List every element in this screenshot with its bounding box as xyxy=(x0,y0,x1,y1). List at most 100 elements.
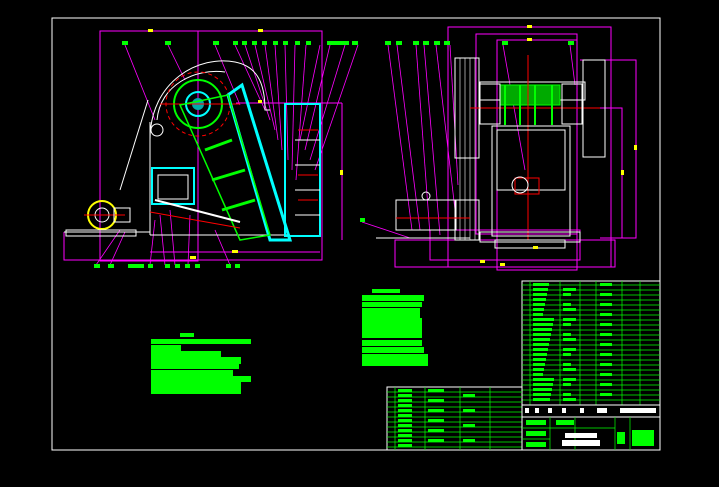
technical-requirements-block xyxy=(151,333,251,394)
parts-list-cell xyxy=(533,358,546,361)
parts-list-cell xyxy=(463,394,475,397)
parts-list-cell xyxy=(398,414,412,417)
parts-list-cell xyxy=(533,378,554,381)
parts-list-cell xyxy=(600,323,612,326)
parts-list-cell xyxy=(563,348,576,351)
parts-list-cell xyxy=(563,363,571,366)
parts-list-cell xyxy=(428,409,444,412)
parts-list-cell xyxy=(533,363,545,366)
parts-list-cell xyxy=(398,429,412,432)
technical-specs-block xyxy=(362,289,428,366)
parts-list-cell xyxy=(463,424,475,427)
parts-list-cell xyxy=(600,353,612,356)
parts-list-cell xyxy=(533,388,552,391)
parts-list-cell xyxy=(563,393,571,396)
side-motor xyxy=(65,200,137,237)
parts-list-cell xyxy=(533,283,549,286)
crusher-body-front xyxy=(479,125,581,249)
parts-list-cell xyxy=(428,439,444,442)
parts-list-cell xyxy=(398,394,412,397)
front-dimension-lines xyxy=(394,26,637,271)
parts-list-cell xyxy=(600,363,612,366)
parts-list-cell xyxy=(600,393,612,396)
parts-list-cell xyxy=(533,333,551,336)
parts-list-cell xyxy=(563,353,571,356)
parts-list-cell xyxy=(428,429,444,432)
belt-pulley xyxy=(454,57,480,241)
tech-req-heading xyxy=(180,333,194,337)
parts-list-cell xyxy=(600,333,612,336)
parts-list-cell xyxy=(533,343,549,346)
parts-list-cell xyxy=(533,288,548,291)
front-view xyxy=(360,25,637,271)
side-dimension-values xyxy=(148,29,343,259)
parts-list-cell xyxy=(398,434,412,437)
parts-list-cell xyxy=(398,419,412,422)
parts-list-cell xyxy=(600,343,612,346)
parts-list-cell xyxy=(533,393,551,396)
parts-list-cell xyxy=(563,338,576,341)
movable-jaw xyxy=(178,82,293,242)
side-dimension-lines xyxy=(63,30,343,262)
parts-list-cell xyxy=(563,288,576,291)
flywheel xyxy=(582,59,606,158)
parts-list-cell xyxy=(428,399,444,402)
side-view xyxy=(63,29,359,268)
front-motor xyxy=(376,191,470,239)
parts-list-cell xyxy=(533,323,553,326)
toggle-mechanism xyxy=(149,167,241,229)
parts-list-cell xyxy=(533,383,553,386)
parts-list-cell xyxy=(533,308,544,311)
parts-list-cell xyxy=(463,409,475,412)
parts-list-cell xyxy=(600,303,612,306)
parts-list-header xyxy=(525,408,656,413)
front-dimension-values xyxy=(480,25,637,266)
parts-list-cell xyxy=(600,283,612,286)
parts-list-cell xyxy=(600,383,612,386)
front-leader-lines xyxy=(361,44,576,239)
parts-list-cell xyxy=(563,323,571,326)
parts-list-cell xyxy=(600,373,612,376)
eccentric-shaft-front xyxy=(470,55,600,240)
parts-list-cell xyxy=(533,328,552,331)
parts-list-cell xyxy=(533,298,546,301)
parts-list-cell xyxy=(463,439,475,442)
eccentric-shaft xyxy=(150,71,240,137)
parts-list-cell xyxy=(428,419,444,422)
parts-list-cell xyxy=(533,398,550,401)
parts-list-cell xyxy=(563,368,576,371)
parts-list-cell xyxy=(563,308,576,311)
parts-list-cell xyxy=(563,378,576,381)
parts-list-cell xyxy=(398,404,412,407)
parts-list-cell xyxy=(533,353,547,356)
parts-list-cell xyxy=(533,303,545,306)
front-part-tags xyxy=(360,41,574,222)
parts-list-cell xyxy=(398,424,412,427)
parts-list-cell xyxy=(533,348,548,351)
parts-list-cell xyxy=(563,383,571,386)
parts-list-cell xyxy=(428,389,444,392)
parts-list-cell xyxy=(600,313,612,316)
parts-list-cell xyxy=(398,439,412,442)
parts-list-cell xyxy=(533,293,547,296)
parts-list-cell xyxy=(533,368,544,371)
parts-list-cell xyxy=(533,318,554,321)
fixed-jaw xyxy=(284,103,321,237)
parts-list-cell xyxy=(563,318,576,321)
parts-list-table xyxy=(386,280,661,451)
parts-list-cell xyxy=(533,338,550,341)
parts-list-cell xyxy=(533,373,543,376)
drawing-border xyxy=(51,17,661,451)
parts-list-cell xyxy=(563,333,571,336)
parts-list-cell xyxy=(533,313,543,316)
parts-list-cell xyxy=(563,303,571,306)
parts-list-cell xyxy=(398,399,412,402)
parts-list-cell xyxy=(600,293,612,296)
parts-list-cell xyxy=(398,389,412,392)
title-block xyxy=(521,404,661,451)
parts-list-cell xyxy=(563,398,576,401)
parts-list-cell xyxy=(398,444,412,447)
side-leader-lines xyxy=(95,44,359,266)
drawing-title xyxy=(562,433,600,446)
